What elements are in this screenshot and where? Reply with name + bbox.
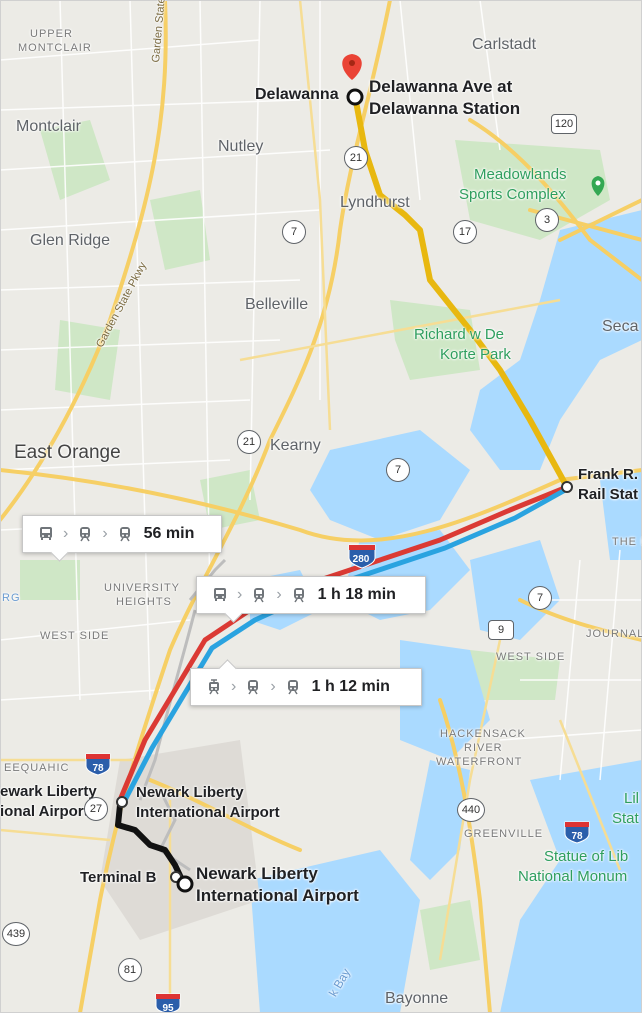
route-duration: 1 h 12 min [311,678,390,695]
label-weequahic: EEQUAHIC [4,762,70,774]
chevron-right-icon: › [63,525,69,542]
route-shield-120: 120 [551,114,577,134]
route-shield-81: 81 [118,958,142,982]
route-shield-21a: 21 [344,146,368,170]
label-upper-montclair-2: MONTCLAIR [18,42,92,54]
route-shield-7a: 7 [282,220,306,244]
train-icon [77,526,93,542]
route-shield-27: 27 [84,797,108,821]
interstate-label-280: 280 [352,554,370,565]
label-liberty-sp-1: Lil [624,790,640,807]
route-shield-439: 439 [2,922,30,946]
train-icon [291,587,307,603]
interstate-shield-78a [85,753,111,776]
train-icon [245,679,261,695]
train-icon [285,679,301,695]
route-line-walk [115,802,186,885]
chevron-right-icon: › [270,678,276,695]
label-terminal-b[interactable]: Terminal B [80,869,157,886]
route-card-3[interactable]: › › 1 h 12 min [190,668,422,706]
label-destination-2[interactable]: Delawanna Station [369,99,521,118]
label-journal-sq: JOURNAL SQ [586,628,642,640]
chevron-right-icon: › [276,586,282,603]
chevron-right-icon: › [102,525,108,542]
label-secaucus: Seca [602,318,639,335]
label-liberty-sp-2: Stat [612,810,639,827]
route-card-2[interactable]: › › 1 h 18 min [196,576,426,614]
route-shield-21b: 21 [237,430,261,454]
place-pin-icon [591,176,605,196]
label-statue-2: National Monum [518,868,628,885]
interstate-label-78a: 78 [92,763,104,774]
route-duration: 1 h 18 min [317,586,396,603]
origin-marker [176,875,194,893]
label-west-side: WEST SIDE [40,630,110,642]
label-meadowlands-2: Sports Complex [459,186,566,203]
route-shield-17: 17 [453,220,477,244]
label-hackensack-3: WATERFRONT [436,756,523,768]
interstate-shield-280 [348,544,376,569]
label-origin-2[interactable]: International Airport [196,886,359,905]
label-carlstadt: Carlstadt [472,36,537,53]
label-ewr-mid-1[interactable]: Newark Liberty [136,784,244,801]
label-ewr-mid-2[interactable]: International Airport [136,804,280,821]
bus-icon [38,526,54,542]
label-hackensack-2: RIVER [464,742,503,754]
tram-icon [206,679,222,695]
label-destination-1[interactable]: Delawanna Ave at [369,77,513,96]
label-greenville: GREENVILLE [464,828,544,840]
label-rg: RG [2,592,21,604]
route-line-yellow [352,93,570,490]
route-shield-7c: 7 [528,586,552,610]
stop-dot-ewr-station [116,796,128,808]
label-belleville: Belleville [245,296,309,313]
label-delawanna: Delawanna [255,86,339,103]
interstate-label-78b: 78 [571,831,583,842]
label-montclair: Montclair [16,118,81,135]
destination-marker [346,88,364,106]
label-bayonne: Bayonne [385,990,449,1007]
label-west-side-jc: WEST SIDE [496,651,566,663]
label-origin-1[interactable]: Newark Liberty [196,864,318,883]
bus-icon [212,587,228,603]
label-meadowlands-1: Meadowlands [474,166,567,183]
label-upper-montclair-1: UPPER [30,28,73,40]
label-glen-ridge: Glen Ridge [30,232,111,249]
route-shield-440: 440 [457,798,485,822]
label-ewr-left-2[interactable]: ional Airport... [0,803,102,820]
route-shield-7b: 7 [386,458,410,482]
route-shield-9: 9 [488,620,514,640]
label-dekorte-2: Korte Park [440,346,511,363]
stop-dot-frank [561,481,573,493]
interstate-shield-78b [564,821,590,844]
label-university-heights-2: HEIGHTS [116,596,172,608]
label-university-heights-1: UNIVERSITY [104,582,181,594]
train-icon [251,587,267,603]
route-shield-3: 3 [535,208,559,232]
label-frank-2[interactable]: Rail Stat [578,486,639,503]
label-dekorte-1: Richard w De [414,326,505,343]
interstate-label-95: 95 [162,1003,174,1013]
chevron-right-icon: › [231,678,237,695]
route-duration: 56 min [143,525,195,542]
label-statue-1: Statue of Lib [544,848,629,865]
label-the-heights: THE H [612,536,642,548]
route-card-1[interactable]: › › 56 min [22,515,222,553]
label-kearny: Kearny [270,437,321,454]
label-nutley: Nutley [218,138,264,155]
destination-pin-icon [342,54,362,80]
label-frank-1[interactable]: Frank R. [578,466,639,483]
train-icon [117,526,133,542]
label-lyndhurst: Lyndhurst [340,194,410,211]
label-hackensack-1: HACKENSACK [440,728,526,740]
chevron-right-icon: › [237,586,243,603]
label-east-orange: East Orange [14,442,121,463]
label-ewr-left-1[interactable]: ewark Liberty [0,783,97,800]
